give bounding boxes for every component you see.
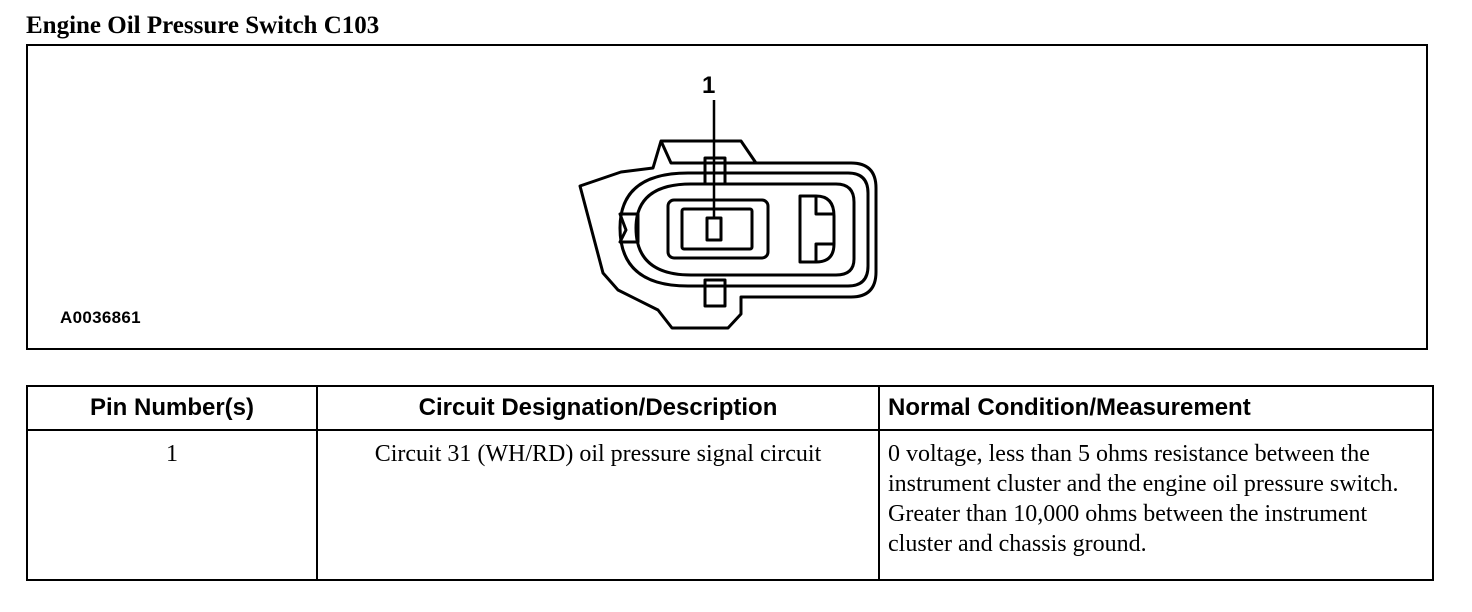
- cell-pin-number: 1: [26, 429, 318, 581]
- pin-1-label: 1: [702, 72, 716, 99]
- connector-housing-outline: [578, 139, 878, 330]
- pin-1-terminal: [705, 216, 723, 242]
- figure-id: A0036861: [60, 308, 141, 327]
- pin-cavity-inner: [680, 207, 754, 251]
- table-header-row: Pin Number(s) Circuit Designation/Descri…: [26, 385, 1434, 431]
- connector-inner-shroud-line: [634, 182, 856, 277]
- cell-condition: 0 voltage, less than 5 ohms resistance b…: [878, 429, 1434, 581]
- connector-top-tab: [661, 139, 758, 164]
- table-row: 1 Circuit 31 (WH/RD) oil pressure signal…: [26, 429, 1434, 581]
- connector-face-icon: [578, 100, 878, 330]
- pinout-table: Pin Number(s) Circuit Designation/Descri…: [26, 385, 1434, 581]
- connector-diagram: 1 A0036861: [26, 44, 1428, 350]
- column-header-pin-number: Pin Number(s): [26, 385, 318, 431]
- column-header-circuit: Circuit Designation/Description: [316, 385, 880, 431]
- column-header-condition: Normal Condition/Measurement: [878, 385, 1434, 431]
- connector-bottom-locator: [703, 278, 727, 308]
- connector-left-tab: [618, 212, 640, 244]
- cell-circuit: Circuit 31 (WH/RD) oil pressure signal c…: [316, 429, 880, 581]
- connector-latch-detail: [814, 196, 834, 262]
- connector-inner-shroud: [618, 171, 870, 288]
- page-title: Engine Oil Pressure Switch C103: [26, 12, 380, 39]
- pin-cavity-outer: [666, 198, 770, 260]
